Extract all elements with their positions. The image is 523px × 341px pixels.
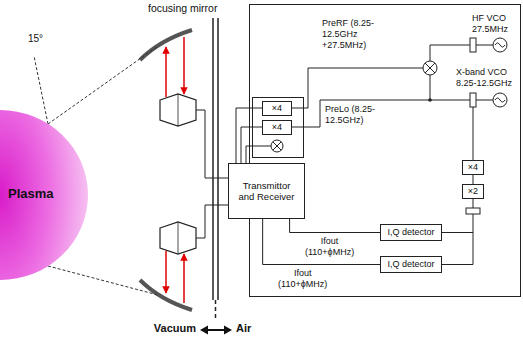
wire [196,110,228,178]
region-label: Air [236,322,251,335]
horn-antenna [160,94,196,126]
multiplier-box: ×4 [262,101,292,116]
multiplier-box: ×2 [462,184,484,199]
oscillator-label: HF VCO 27.5MHz [472,13,518,35]
node-label: ×2 [468,186,478,197]
signal-wire [473,175,474,184]
vacuum-window [217,18,219,300]
oscillator-symbol [493,93,507,107]
beam-line [48,266,158,295]
wire [476,100,493,101]
beam-arrow [165,47,167,97]
mixer-symbol [271,140,283,152]
signal-label: Ifout (110+ϕMHz) [300,236,360,258]
node-label: Plasma [8,186,88,202]
iq-detector-box: I,Q detector [380,256,442,273]
double-arrow [206,329,226,331]
wire [430,75,431,100]
electronics-housing [250,5,521,297]
wire [196,205,228,238]
beam-arrow [165,251,167,293]
part-label: focusing mirror [148,2,217,15]
signal-label: Ifout (110+ϕMHz) [273,268,333,290]
horn-edge [178,222,179,254]
plasma-region: Plasma [0,110,88,280]
oscillator-label: X-band VCO 8.25-12.5GHz [456,67,518,89]
iq-detector-box: I,Q detector [380,224,442,241]
arrowhead [224,326,232,335]
wire [442,264,473,265]
beam-line [48,46,158,124]
node-label: ×4 [468,162,478,173]
signal-wire [263,219,380,265]
signal-wire [290,219,380,233]
node-label: I,Q detector [387,227,434,238]
plasma-shape [0,110,88,280]
mixer-cross [425,63,435,73]
wire [236,108,262,163]
sine-mark [495,98,505,102]
wire [292,68,423,108]
splitter-symbol [466,208,480,214]
horn-antenna [160,222,196,254]
beam-arrow [183,37,185,94]
splitter-symbol [470,93,476,107]
wire [241,127,262,163]
node-label: Transmittor and Receiver [237,180,297,202]
splitter-symbol [470,38,476,52]
wire [442,232,473,233]
beam-arrow [183,254,185,303]
node-label: ×4 [272,122,282,133]
node-label: I,Q detector [387,259,434,270]
vacuum-window [212,18,214,300]
wire [246,146,271,163]
mixer-cross [425,63,435,73]
mixer-cross [273,142,281,150]
wire [430,45,470,61]
node-label: ×4 [272,103,282,114]
signal-label: PreLo (8.25-12.5GHz) [325,104,393,126]
wire [292,100,470,127]
horn-edge [178,94,179,126]
region-label: Vacuum [154,322,196,335]
multiplier-box: ×4 [462,160,484,175]
angle-line [34,56,48,124]
transceiver-box: Transmittor and Receiver [228,163,305,219]
multiplier-box: ×4 [262,120,292,135]
wire [476,45,493,46]
signal-label: PreRF (8.25-12.5GHz +27.5MHz) [322,18,390,51]
vacuum-window [215,300,217,318]
mixer-cross [273,142,281,150]
wire [473,107,474,160]
angle-label: 15° [28,33,43,45]
sine-mark [495,43,505,47]
oscillator-symbol [493,38,507,52]
mixer-symbol [423,61,437,75]
arrowhead [200,326,208,335]
junction-dot [428,98,432,102]
